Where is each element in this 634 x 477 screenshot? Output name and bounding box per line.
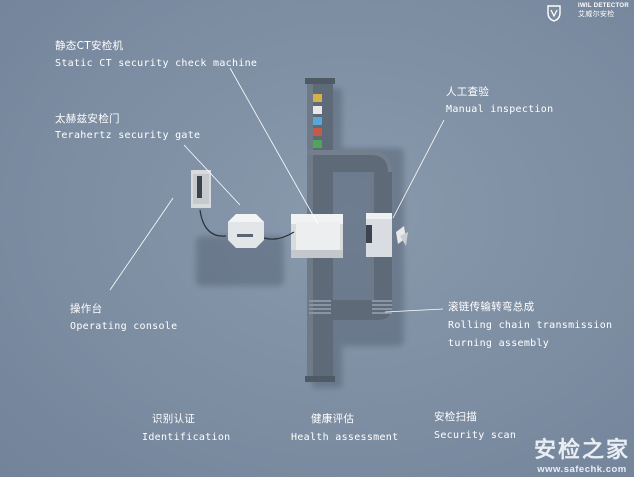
terahertz-label-cn: 太赫兹安检门 (55, 113, 120, 125)
scan-label-en: Security scan (434, 430, 517, 441)
brand-name-cn: 艾威尔安检 (578, 10, 615, 18)
console-label-en: Operating console (70, 321, 178, 332)
rolling-label-en-2: turning assembly (448, 338, 550, 349)
watermark: 安检之家 www.safechk.com (534, 438, 630, 475)
operating-console (191, 170, 211, 208)
terahertz-gate (228, 214, 264, 248)
tray-blue (313, 117, 322, 125)
callout-lines (109, 67, 445, 313)
exit-conveyor-cap (305, 376, 335, 382)
rolling-label-en-1: Rolling chain transmission (448, 320, 613, 331)
tray-green (313, 140, 322, 148)
rolling-label-cn: 滚链传输转弯总成 (448, 301, 535, 313)
ct-machine-label-en: Static CT security check machine (55, 58, 258, 69)
ct-machine-label-cn: 静态CT安检机 (55, 40, 124, 52)
tray-yellow (313, 94, 322, 102)
brand-name: IWIL DETECTOR (578, 3, 630, 9)
health-label-cn: 健康评估 (311, 413, 355, 425)
manual-label-cn: 人工查验 (446, 86, 490, 98)
watermark-url: www.safechk.com (537, 464, 627, 475)
iwil-logo (547, 5, 561, 22)
scan-label-cn: 安检扫描 (434, 411, 478, 423)
console-label-cn: 操作台 (70, 303, 103, 315)
manual-label-en: Manual inspection (446, 104, 554, 115)
identification-label-en: Identification (142, 432, 231, 443)
console-cable (199, 209, 295, 240)
health-label-en: Health assessment (291, 432, 399, 443)
watermark-title: 安检之家 (533, 438, 630, 463)
terahertz-label-en: Terahertz security gate (55, 130, 201, 141)
ct-machine (291, 214, 343, 258)
identification-label-cn: 识别认证 (152, 413, 196, 425)
tray-white (313, 106, 322, 114)
manual-inspection-station (366, 213, 408, 257)
tray-red (313, 128, 322, 136)
